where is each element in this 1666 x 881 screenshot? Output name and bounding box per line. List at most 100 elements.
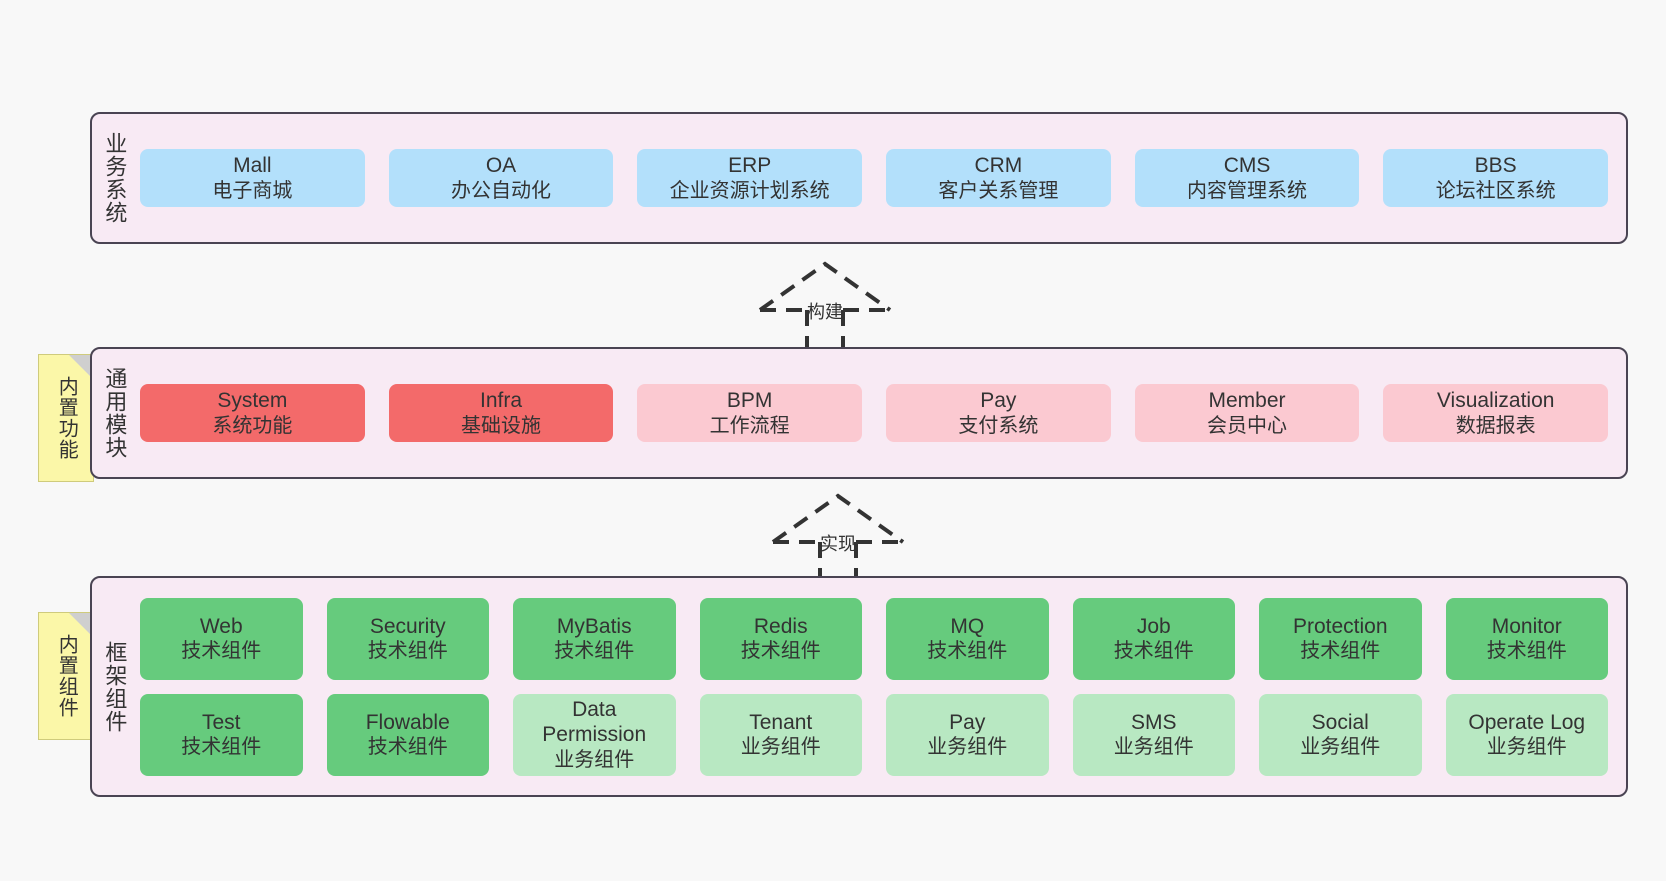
node-title-en: System xyxy=(217,389,288,412)
node-title-cn: 论坛社区系统 xyxy=(1435,179,1556,202)
node-title-cn: 技术组件 xyxy=(181,736,262,759)
node-title-cn: 技术组件 xyxy=(181,640,262,663)
node-title-en: MyBatis xyxy=(556,614,632,638)
node-title-en: Social xyxy=(1311,710,1369,734)
node-title-en: Data Permission xyxy=(542,697,647,747)
node-member[interactable]: Member 会员中心 xyxy=(1134,384,1360,442)
node-tenant[interactable]: Tenant 业务组件 xyxy=(699,693,862,776)
node-row: Mall 电子商城 OA 办公自动化 ERP 企业资源计划系统 CRM 客户关系… xyxy=(140,149,1609,207)
node-visualization[interactable]: Visualization 数据报表 xyxy=(1383,384,1609,442)
connector-implement: 实现 xyxy=(768,490,918,582)
node-protection[interactable]: Protection 技术组件 xyxy=(1259,597,1422,680)
node-title-en: Pay xyxy=(949,710,986,734)
connector-build-label: 构建 xyxy=(807,302,843,322)
node-title-en: Monitor xyxy=(1491,614,1562,638)
node-cms[interactable]: CMS 内容管理系统 xyxy=(1134,149,1360,207)
connector-implement-label: 实现 xyxy=(820,534,856,554)
node-title-en: Web xyxy=(199,614,243,638)
layer-framework-component[interactable]: 框架组件 Web 技术组件 Security 技术组件 MyBatis 技术组件… xyxy=(90,576,1628,797)
node-title-cn: 企业资源计划系统 xyxy=(669,179,830,202)
node-bpm[interactable]: BPM 工作流程 xyxy=(637,384,863,442)
node-oa[interactable]: OA 办公自动化 xyxy=(388,149,614,207)
node-security[interactable]: Security 技术组件 xyxy=(326,597,489,680)
node-title-cn: 技术组件 xyxy=(1113,640,1194,663)
note-label: 内置功能 xyxy=(55,376,78,460)
node-title-en: BBS xyxy=(1474,154,1517,177)
node-monitor[interactable]: Monitor 技术组件 xyxy=(1445,597,1608,680)
node-title-en: Mall xyxy=(233,154,272,177)
node-title-cn: 业务组件 xyxy=(1113,736,1194,759)
node-title-en: CMS xyxy=(1223,154,1271,177)
layer-title-common-module: 通用模块 xyxy=(102,367,128,459)
node-title-cn: 客户关系管理 xyxy=(938,179,1059,202)
node-title-cn: 办公自动化 xyxy=(451,179,551,202)
node-title-cn: 技术组件 xyxy=(367,640,448,663)
node-title-cn: 会员中心 xyxy=(1207,414,1288,437)
layer-title-framework-component: 框架组件 xyxy=(102,640,128,733)
layer-common-module[interactable]: 通用模块 System 系统功能 Infra 基础设施 BPM 工作流程 Pay… xyxy=(90,347,1628,479)
node-title-cn: 数据报表 xyxy=(1455,414,1536,437)
note-builtin-component[interactable]: 内置组件 xyxy=(38,612,94,740)
node-test[interactable]: Test 技术组件 xyxy=(140,693,303,776)
node-pay-business[interactable]: Pay 业务组件 xyxy=(886,693,1049,776)
node-title-cn: 基础设施 xyxy=(461,414,541,437)
node-title-cn: 工作流程 xyxy=(709,414,790,437)
node-title-en: Member xyxy=(1208,389,1286,412)
node-title-en: Visualization xyxy=(1436,389,1555,412)
node-title-en: BPM xyxy=(726,389,773,412)
node-title-cn: 支付系统 xyxy=(958,414,1039,437)
node-title-en: ERP xyxy=(728,154,772,177)
node-title-en: Flowable xyxy=(365,710,450,734)
layer-body-business-system: Mall 电子商城 OA 办公自动化 ERP 企业资源计划系统 CRM 客户关系… xyxy=(136,114,1626,242)
node-system[interactable]: System 系统功能 xyxy=(140,384,365,442)
node-redis[interactable]: Redis 技术组件 xyxy=(699,597,862,680)
node-title-en: CRM xyxy=(974,154,1023,177)
node-title-en: Job xyxy=(1136,614,1171,638)
note-label: 内置组件 xyxy=(55,634,78,718)
node-title-en: Redis xyxy=(753,614,808,638)
node-sms[interactable]: SMS 业务组件 xyxy=(1072,693,1235,776)
connector-build: 构建 xyxy=(755,258,905,350)
node-infra[interactable]: Infra 基础设施 xyxy=(388,384,614,442)
node-row: Test 技术组件 Flowable 技术组件 Data Permission … xyxy=(140,693,1608,776)
node-row: Web 技术组件 Security 技术组件 MyBatis 技术组件 Redi… xyxy=(140,597,1608,680)
node-pay[interactable]: Pay 支付系统 xyxy=(886,384,1111,442)
node-title-en: Infra xyxy=(479,389,523,412)
node-data-permission[interactable]: Data Permission 业务组件 xyxy=(513,693,676,776)
node-title-cn: 技术组件 xyxy=(1486,640,1567,663)
node-web[interactable]: Web 技术组件 xyxy=(140,597,303,680)
layer-body-common-module: System 系统功能 Infra 基础设施 BPM 工作流程 Pay 支付系统… xyxy=(136,349,1626,477)
node-mq[interactable]: MQ 技术组件 xyxy=(886,597,1049,680)
node-title-cn: 业务组件 xyxy=(1486,736,1567,759)
node-operate-log[interactable]: Operate Log 业务组件 xyxy=(1445,693,1608,776)
node-job[interactable]: Job 技术组件 xyxy=(1072,597,1235,680)
node-title-cn: 技术组件 xyxy=(740,640,821,663)
layer-business-system[interactable]: 业务系统 Mall 电子商城 OA 办公自动化 ERP 企业资源计划系统 CRM… xyxy=(90,112,1628,244)
node-title-cn: 系统功能 xyxy=(212,414,293,437)
note-builtin-function[interactable]: 内置功能 xyxy=(38,354,94,482)
node-erp[interactable]: ERP 企业资源计划系统 xyxy=(637,149,863,207)
node-social[interactable]: Social 业务组件 xyxy=(1259,693,1422,776)
dashed-generalization-arrow-icon xyxy=(758,261,892,348)
node-bbs[interactable]: BBS 论坛社区系统 xyxy=(1383,149,1609,207)
node-title-cn: 业务组件 xyxy=(1300,736,1381,759)
node-row: System 系统功能 Infra 基础设施 BPM 工作流程 Pay 支付系统… xyxy=(140,384,1609,442)
node-title-en: Operate Log xyxy=(1468,710,1586,734)
node-title-cn: 技术组件 xyxy=(367,736,448,759)
node-title-en: Tenant xyxy=(749,710,813,734)
node-title-cn: 技术组件 xyxy=(927,640,1008,663)
node-title-en: SMS xyxy=(1130,710,1177,734)
node-title-en: OA xyxy=(485,154,517,177)
node-title-cn: 业务组件 xyxy=(927,736,1008,759)
layer-title-business-system: 业务系统 xyxy=(102,132,128,224)
node-title-en: Test xyxy=(201,710,241,734)
node-title-cn: 电子商城 xyxy=(212,179,293,202)
node-title-en: Pay xyxy=(980,389,1017,412)
node-flowable[interactable]: Flowable 技术组件 xyxy=(326,693,489,776)
node-mybatis[interactable]: MyBatis 技术组件 xyxy=(513,597,676,680)
node-mall[interactable]: Mall 电子商城 xyxy=(140,149,365,207)
node-title-cn: 技术组件 xyxy=(554,640,635,663)
node-title-en: MQ xyxy=(950,614,985,638)
node-crm[interactable]: CRM 客户关系管理 xyxy=(886,149,1111,207)
